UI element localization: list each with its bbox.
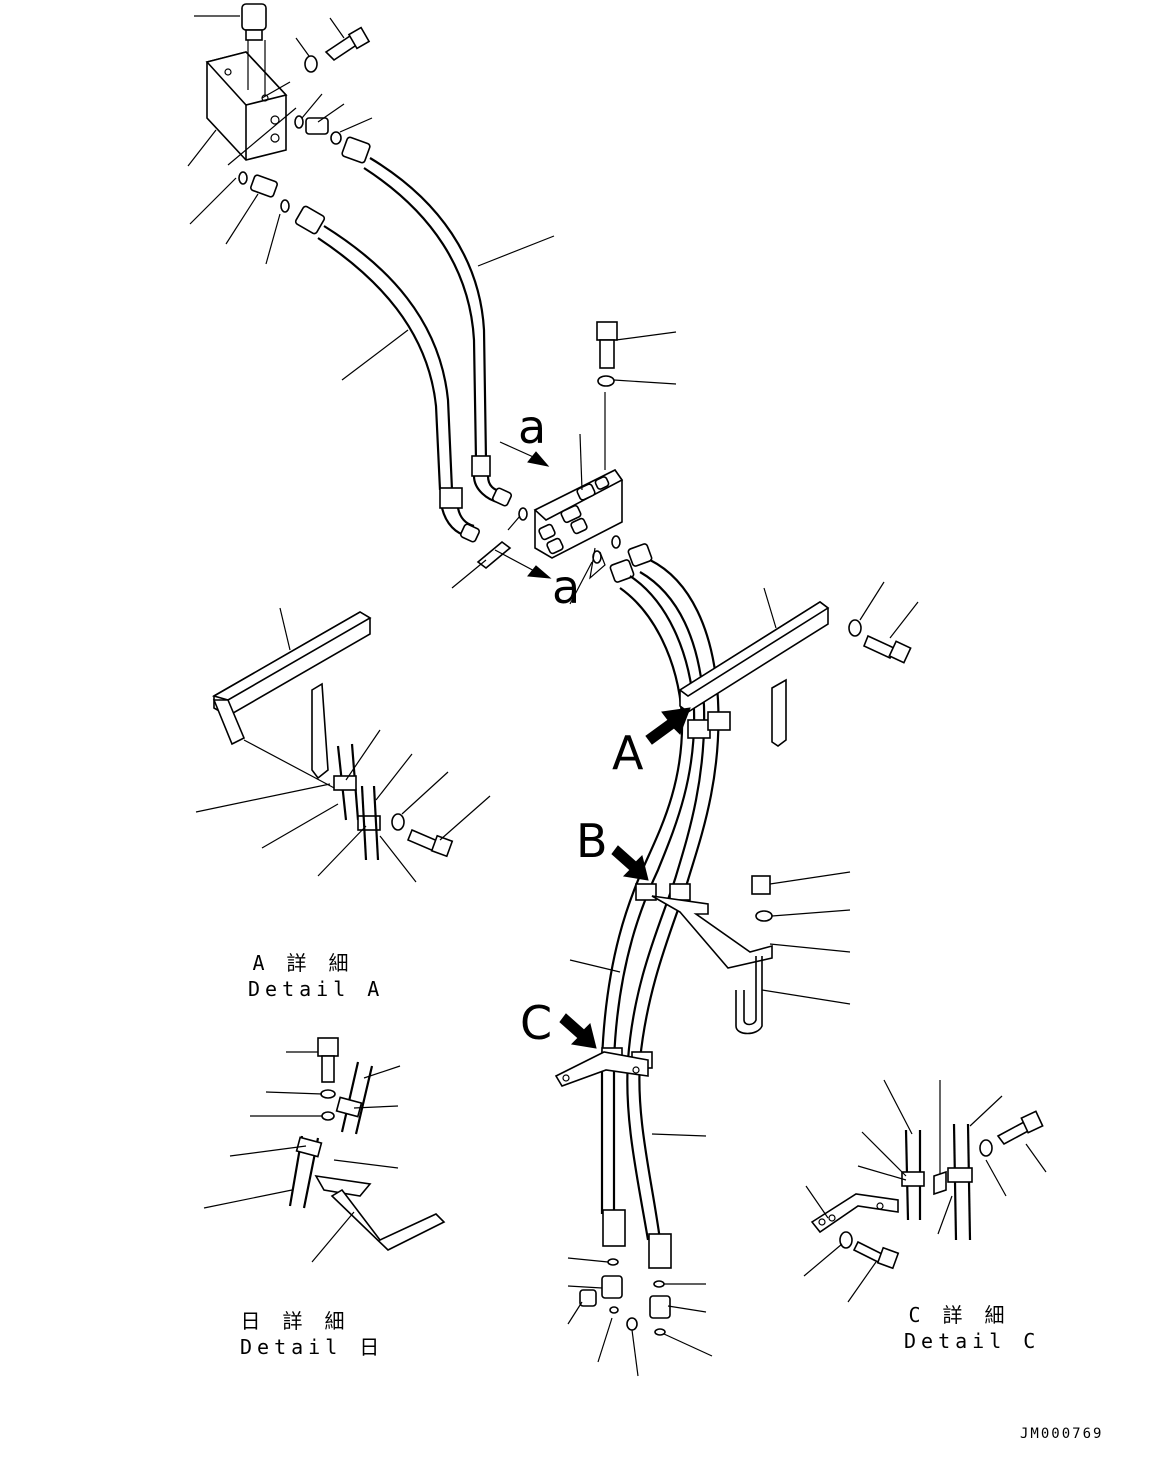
detail-b-drawing [203, 1037, 446, 1263]
drawing-code: JM000769 [1020, 1426, 1104, 1442]
view-label-a-bottom: a [552, 560, 581, 614]
valve-block-assembly [187, 3, 373, 265]
view-label-A: A [612, 726, 644, 780]
detail-b-title-en: Detail 日 [240, 1335, 385, 1359]
view-label-B: B [576, 814, 608, 868]
lower-bracket [554, 1051, 649, 1087]
upper-hoses [294, 136, 555, 543]
mid-bracket [651, 871, 851, 1035]
arrow-b-icon [611, 845, 649, 881]
detail-b-title-jp: 日 詳 細 [240, 1309, 350, 1333]
arrow-c-icon [559, 1013, 597, 1049]
arrow-a-icon [645, 707, 691, 745]
center-manifold [451, 321, 677, 605]
detail-c-title-en: Detail C [904, 1329, 1041, 1353]
detail-c-drawing [803, 1079, 1047, 1303]
view-label-C: C [520, 996, 553, 1050]
view-arrows [559, 707, 691, 1049]
detail-a-title-en: Detail A [248, 977, 385, 1001]
detail-c-title-jp: C 詳 細 [908, 1303, 1010, 1327]
bottom-fittings [567, 1257, 713, 1377]
detail-a-title-jp: A 詳 細 [252, 951, 354, 975]
lower-hoses [569, 543, 731, 1269]
view-label-a-top: a [518, 400, 547, 454]
detail-a-drawing [195, 607, 491, 883]
upper-right-bracket [678, 581, 919, 747]
